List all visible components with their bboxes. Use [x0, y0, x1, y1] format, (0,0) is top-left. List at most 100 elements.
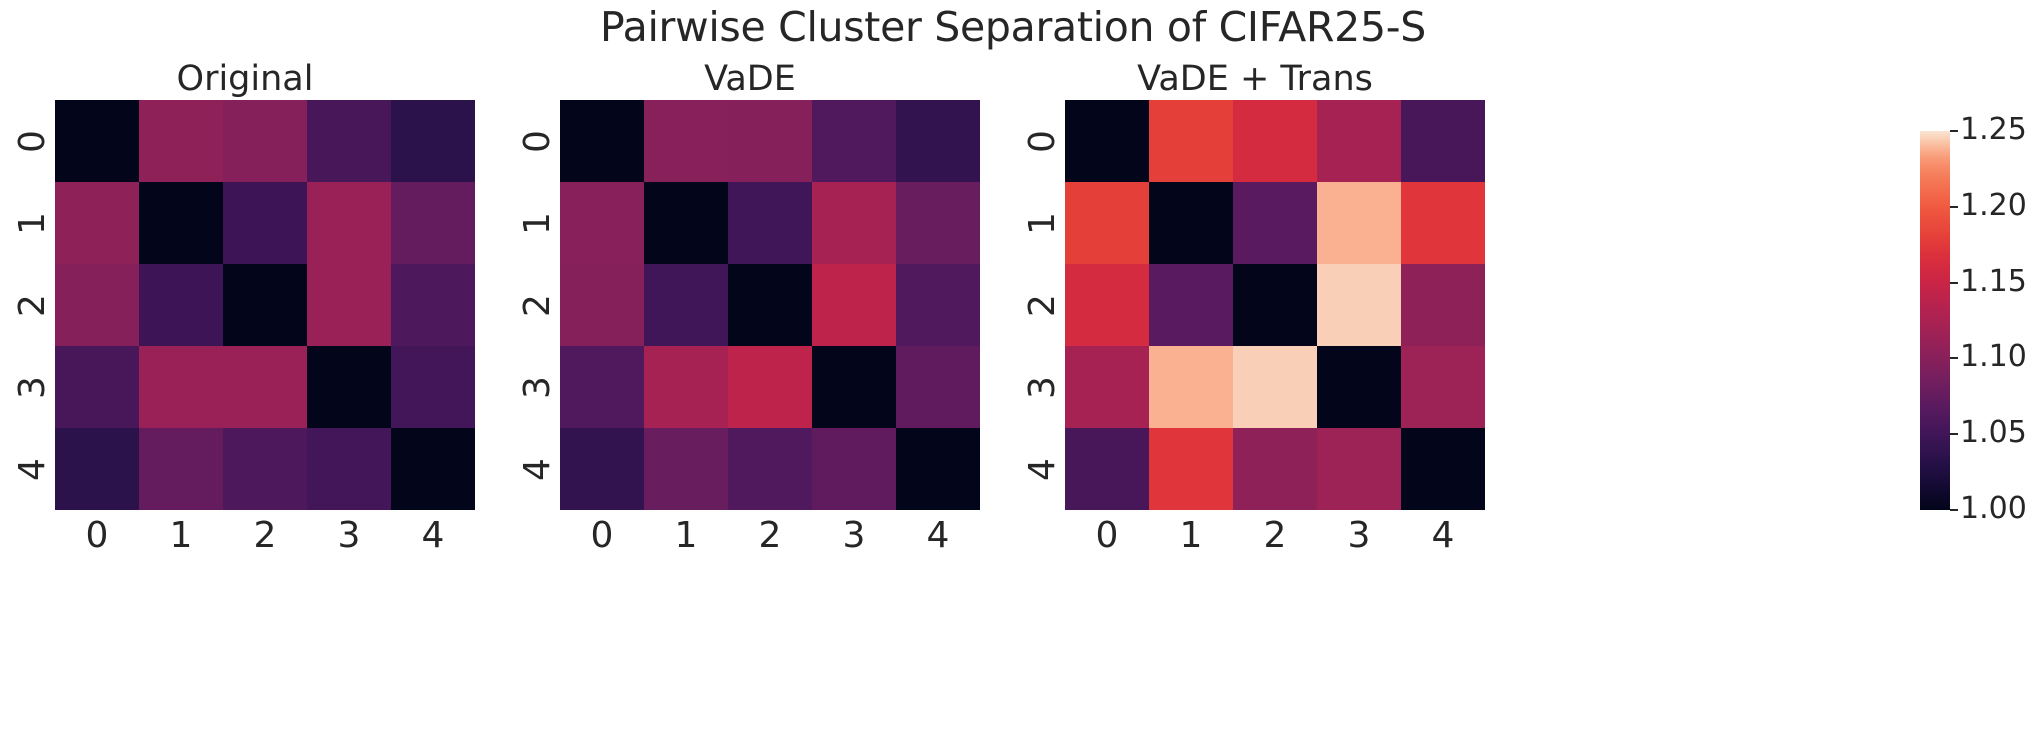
x-tick-1: 1 [674, 515, 698, 556]
y-tick-2: 2 [517, 293, 559, 317]
heatmap-cell [139, 182, 223, 264]
colorbar-tick-label: 1.10 [1960, 339, 2026, 375]
x-tick-1: 1 [1179, 515, 1203, 556]
heatmap-cell [307, 346, 391, 428]
heatmap-cell [307, 264, 391, 346]
x-tick-4: 4 [926, 515, 950, 556]
y-tick-0: 0 [12, 129, 54, 153]
heatmap-cell [223, 100, 307, 182]
heatmap-cell [307, 182, 391, 264]
x-tick-3: 3 [1347, 515, 1371, 556]
heatmap-cell [728, 100, 812, 182]
heatmap-cell [55, 100, 139, 182]
heatmap-cell [139, 264, 223, 346]
colorbar-tick-label: 1.05 [1960, 415, 2026, 451]
heatmap-cell [139, 100, 223, 182]
heatmap-cell [1149, 100, 1233, 182]
heatmap-cell [1317, 264, 1401, 346]
heatmap-cell [728, 428, 812, 510]
heatmap-cell [896, 100, 980, 182]
colorbar-tick-label: 1.00 [1960, 491, 2026, 526]
heatmap-cell [560, 346, 644, 428]
heatmap-cell [896, 346, 980, 428]
heatmap-cell [644, 264, 728, 346]
heatmap-cell [1149, 346, 1233, 428]
x-tick-2: 2 [1263, 515, 1287, 556]
heatmap-cell [1233, 182, 1317, 264]
tick-mark-icon [1950, 509, 1958, 511]
heatmap-cell [307, 428, 391, 510]
panel-title-vade-trans: VaDE + Trans [1137, 59, 1373, 99]
y-axis-labels-original: 0 1 2 3 4 [0, 100, 54, 510]
y-tick-0: 0 [1022, 129, 1064, 153]
heatmap-cell [812, 264, 896, 346]
heatmap-cell [139, 346, 223, 428]
heatmap-cell [644, 100, 728, 182]
heatmap-cell [391, 100, 475, 182]
heatmap-cell [223, 264, 307, 346]
heatmap-cell [391, 264, 475, 346]
x-tick-0: 0 [1095, 515, 1119, 556]
heatmap-cell [1401, 346, 1485, 428]
y-tick-2: 2 [1022, 293, 1064, 317]
heatmap-cell [1065, 264, 1149, 346]
tick-mark-icon [1950, 281, 1958, 284]
heatmap-cell [1401, 264, 1485, 346]
colorbar-gradient [1920, 131, 1950, 510]
x-tick-2: 2 [253, 515, 277, 556]
heatmap-cell [644, 346, 728, 428]
y-axis-labels-vade-trans: 0 1 2 3 4 [1010, 100, 1064, 510]
heatmap-cell [1065, 182, 1149, 264]
heatmap-cell [1317, 100, 1401, 182]
heatmap-grid-vade-trans [1065, 100, 1485, 510]
x-tick-0: 0 [590, 515, 614, 556]
heatmap-cell [728, 346, 812, 428]
heatmap-cell [55, 346, 139, 428]
colorbar-tick-label: 1.15 [1960, 263, 2026, 299]
heatmap-cell [728, 264, 812, 346]
tick-mark-icon [1950, 357, 1958, 360]
heatmap-cell [1065, 100, 1149, 182]
panel-title-original: Original [176, 59, 314, 99]
x-tick-4: 4 [1431, 515, 1455, 556]
heatmap-cell [1317, 182, 1401, 264]
heatmap-cell [1149, 264, 1233, 346]
panel-title-vade: VaDE [704, 59, 796, 99]
y-tick-2: 2 [12, 293, 54, 317]
y-axis-labels-vade: 0 1 2 3 4 [505, 100, 559, 510]
y-tick-1: 1 [12, 211, 54, 235]
heatmap-cell [391, 182, 475, 264]
heatmap-cell [391, 428, 475, 510]
x-tick-3: 3 [842, 515, 866, 556]
y-tick-0: 0 [517, 129, 559, 153]
x-axis-labels-original: 0 1 2 3 4 [55, 512, 475, 560]
heatmap-cell [223, 182, 307, 264]
heatmap-cell [560, 428, 644, 510]
heatmap-cell [1233, 100, 1317, 182]
tick-mark-icon [1950, 130, 1958, 132]
heatmap-cell [1065, 346, 1149, 428]
figure-title: Pairwise Cluster Separation of CIFAR25-S [600, 3, 1426, 51]
y-tick-1: 1 [517, 211, 559, 235]
heatmap-cell [223, 428, 307, 510]
heatmap-cell [896, 264, 980, 346]
heatmap-cell [896, 428, 980, 510]
y-tick-1: 1 [1022, 211, 1064, 235]
x-tick-4: 4 [421, 515, 445, 556]
heatmap-cell [728, 182, 812, 264]
y-tick-4: 4 [517, 457, 559, 481]
heatmap-cell [1317, 428, 1401, 510]
y-tick-3: 3 [12, 375, 54, 399]
tick-mark-icon [1950, 205, 1958, 208]
x-tick-0: 0 [85, 515, 109, 556]
heatmap-cell [55, 264, 139, 346]
y-tick-3: 3 [1022, 375, 1064, 399]
y-tick-4: 4 [12, 457, 54, 481]
heatmap-panel-original: Original 0 1 2 3 4 0 1 2 3 4 [0, 0, 490, 560]
colorbar-tick-label: 1.20 [1960, 187, 2026, 223]
x-tick-2: 2 [758, 515, 782, 556]
x-tick-1: 1 [169, 515, 193, 556]
heatmap-cell [1149, 428, 1233, 510]
